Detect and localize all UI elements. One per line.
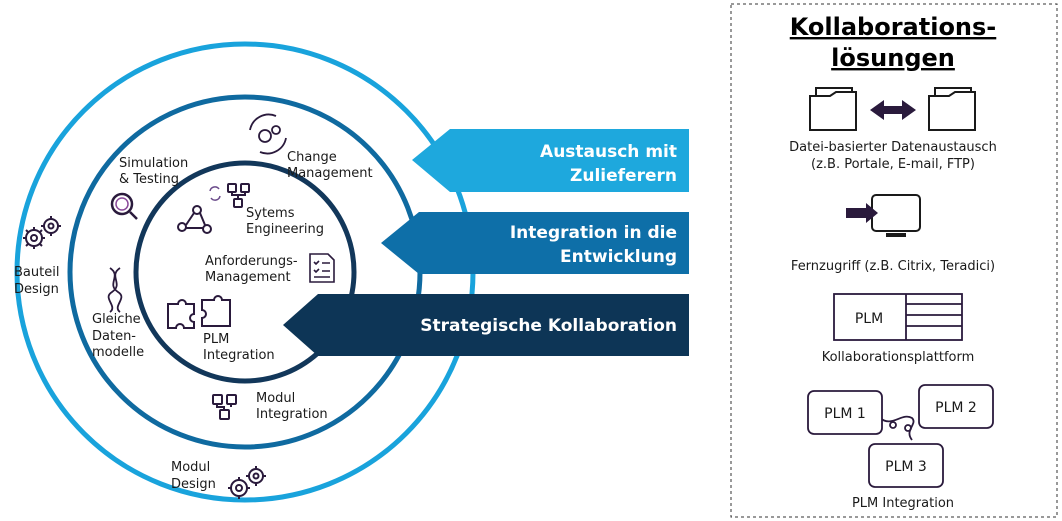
plm2-label: PLM 2	[935, 400, 977, 416]
gleiche-label-2: Daten-	[92, 329, 136, 344]
plm-integration-label-2: Integration	[203, 348, 275, 363]
inner-ring	[133, 160, 357, 384]
arrow-austausch: Austausch mit Zulieferern	[412, 129, 689, 192]
bauteil-label-1: Bauteil	[14, 265, 59, 280]
modul-integration-label-2: Integration	[256, 407, 328, 422]
anforderungen-label-1: Anforderungs-	[205, 254, 298, 269]
system-blocks-icon	[227, 183, 250, 208]
caption-remote-1: Fernzugriff (z.B. Citrix, Teradici)	[791, 259, 995, 274]
panel-title-2: lösungen	[831, 44, 955, 72]
caption-plm-integration-1: PLM Integration	[852, 496, 954, 511]
checklist-icon	[309, 253, 335, 283]
simulation-label-2: & Testing	[119, 172, 179, 187]
caption-platform-1: Kollaborationsplattform	[822, 350, 975, 365]
gleiche-label-3: modelle	[92, 345, 144, 360]
anforderungen-label-2: Management	[205, 270, 291, 285]
arrow-strategisch-line1: Strategische Kollaboration	[420, 316, 677, 336]
gleiche-label-1: Gleiche	[92, 312, 141, 327]
gears-icon	[23, 216, 61, 249]
modul-design-label-1: Modul	[171, 460, 210, 475]
panel-title-1: Kollaborations-	[790, 13, 997, 41]
solutions-panel	[730, 3, 1058, 518]
plm1-label: PLM 1	[824, 406, 866, 422]
arrow-integration-line2: Entwicklung	[560, 247, 677, 267]
network-icon	[177, 205, 212, 234]
arrow-austausch-line2: Zulieferern	[570, 166, 677, 186]
double-arrow-icon	[870, 100, 916, 120]
folder-icon	[928, 87, 976, 131]
platform-box-label: PLM	[855, 311, 883, 327]
plm-network-lines	[879, 415, 915, 441]
folder-icon	[809, 87, 857, 131]
module-blocks-icon	[212, 394, 237, 420]
arrow-integration: Integration in die Entwicklung	[381, 212, 689, 274]
modul-design-label-2: Design	[171, 477, 216, 492]
caption-file-exchange-2: (z.B. Portale, E-mail, FTP)	[811, 157, 975, 172]
gears-icon	[228, 466, 266, 499]
plm3-box	[868, 443, 944, 488]
systems-label-1: Sytems	[246, 206, 295, 221]
change-label-2: Management	[287, 166, 373, 181]
dna-icon	[107, 267, 123, 313]
magnifier-icon	[110, 192, 138, 220]
puzzle-icon	[167, 295, 231, 329]
platform-icon	[833, 293, 963, 341]
modul-integration-label-1: Modul	[256, 391, 295, 406]
change-cycle-icon	[249, 113, 287, 155]
plm1-box	[807, 390, 883, 435]
arrow-strategisch: Strategische Kollaboration	[283, 294, 689, 356]
arrow-austausch-line1: Austausch mit	[540, 142, 677, 162]
plm3-label: PLM 3	[885, 459, 927, 475]
monitor-icon	[846, 194, 921, 237]
change-label-1: Change	[287, 150, 337, 165]
systems-label-2: Engineering	[246, 222, 324, 237]
plm2-box	[918, 384, 994, 429]
caption-file-exchange-1: Datei-basierter Datenaustausch	[789, 140, 997, 155]
arrow-integration-line1: Integration in die	[510, 223, 677, 243]
sync-icon	[209, 186, 221, 201]
plm-integration-label-1: PLM	[203, 332, 229, 347]
bauteil-label-2: Design	[14, 282, 59, 297]
simulation-label-1: Simulation	[119, 156, 188, 171]
